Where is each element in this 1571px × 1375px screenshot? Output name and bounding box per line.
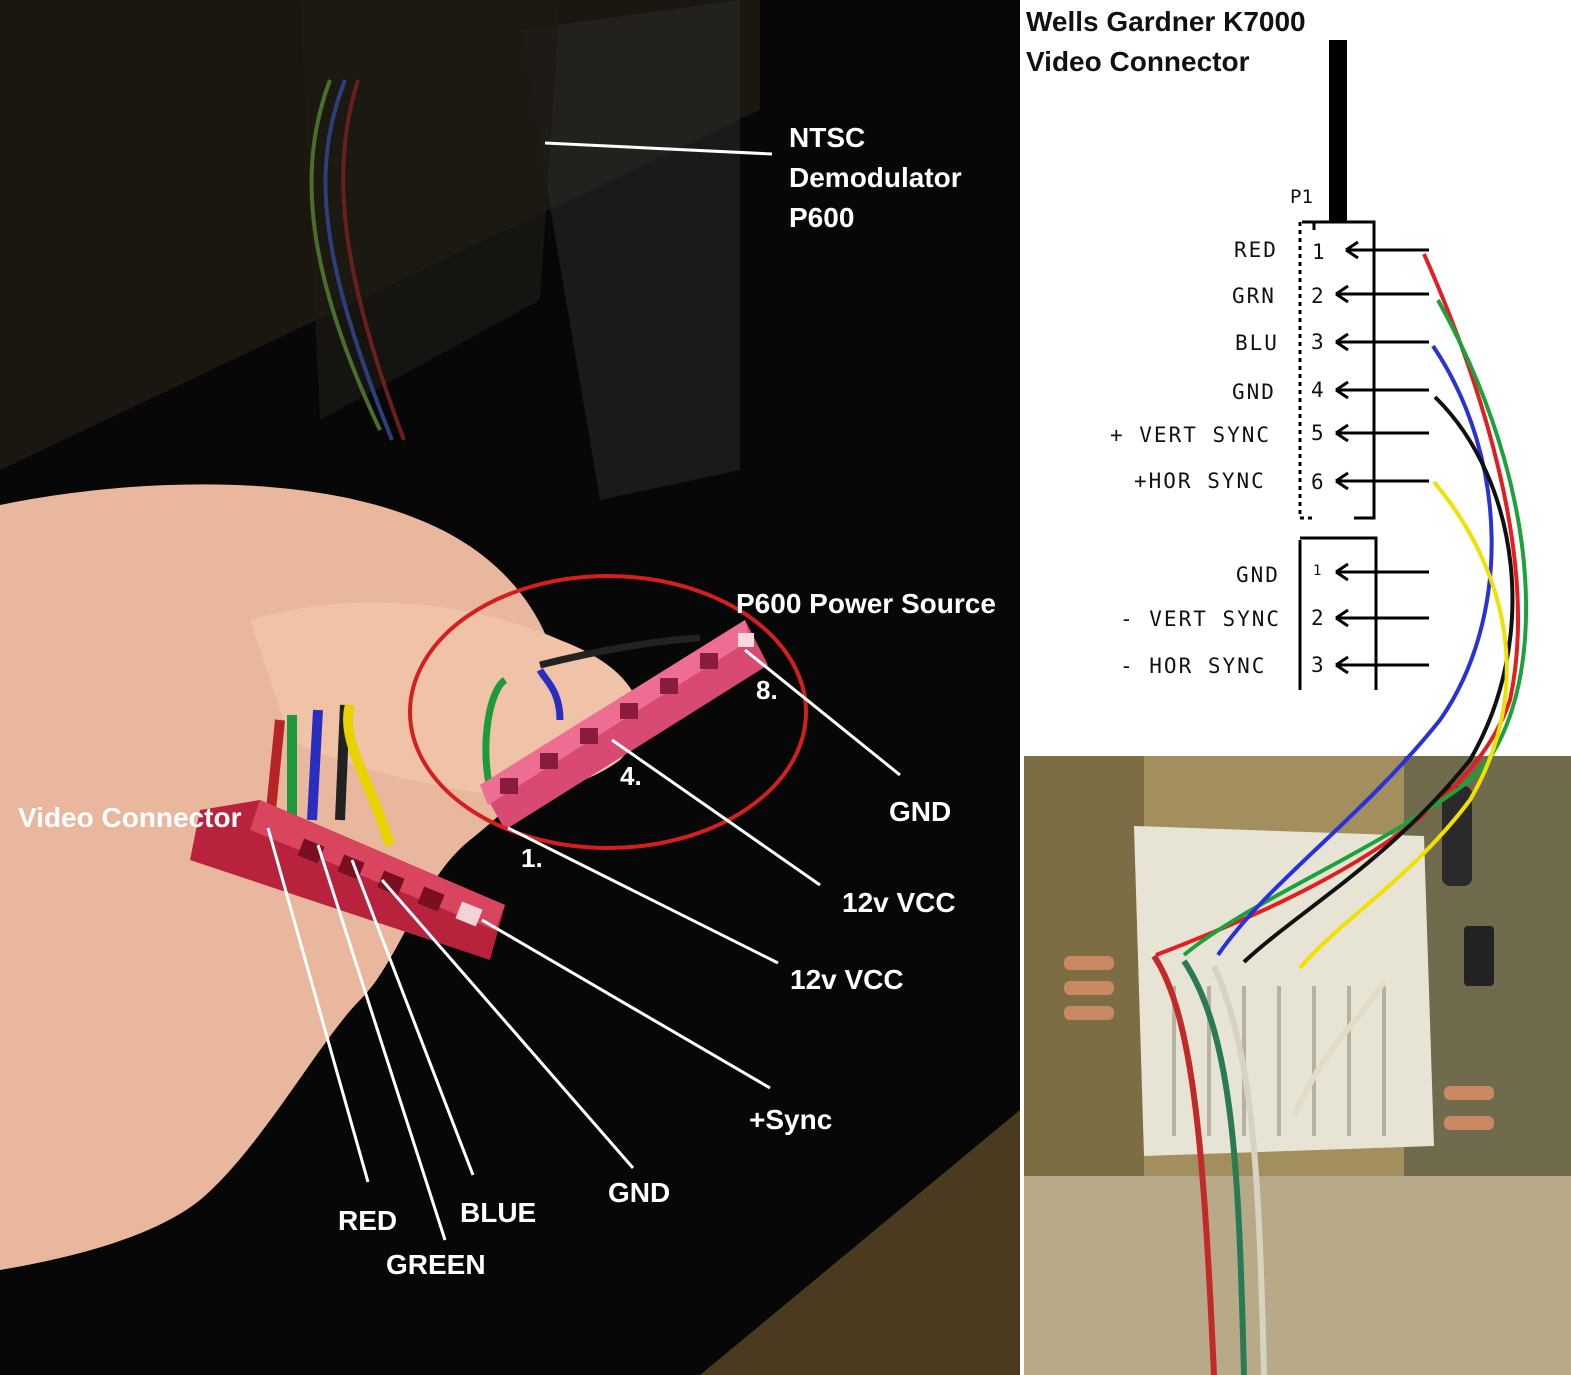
ntsc-label-line3: P600 [789,202,855,233]
vcc-a-label: 12v VCC [842,887,956,918]
board-photo [1024,756,1571,1375]
white-connector-block [1134,826,1434,1156]
leader-blue [350,859,475,1176]
board-photo-art [1024,756,1571,1375]
leader-vcc-b [507,826,779,965]
vcc-b-label: 12v VCC [790,964,904,995]
ntsc-label-line1: NTSC [789,122,866,153]
leader-red [266,827,370,1183]
schematic-panel: Wells Gardner K7000 Video Connector P1 R… [1024,0,1571,756]
leader-sync [481,918,771,1090]
video-connector-label: Video Connector [18,802,242,833]
leader-gnd-right [744,648,901,777]
video-connector-body [190,800,505,960]
pin1-label: 1. [521,843,543,873]
power-source-label: P600 Power Source [736,588,996,619]
leader-gnd-bottom [380,879,635,1169]
highlight-circle [408,574,808,850]
ntsc-label-line2: Demodulator [789,162,962,193]
leader-ntsc [544,141,773,156]
pin4-label: 4. [620,761,642,791]
power-connector-body [480,620,768,830]
blue-label: BLUE [460,1197,537,1228]
left-photo-art [0,0,1020,1375]
schematic-lines [1298,40,1429,690]
gnd-right-label: GND [889,796,952,827]
connector-name: P1 [1290,186,1313,208]
left-photo: NTSC Demodulator P600 P600 Power Source … [0,0,1020,1375]
demodulator-board [520,0,740,500]
leader-green [316,844,447,1241]
gnd-bottom-label: GND [608,1177,671,1208]
pin8-label: 8. [756,675,778,705]
red-label: RED [338,1205,398,1236]
separator [1020,0,1024,1375]
leader-vcc-a [611,738,821,887]
green-label: GREEN [386,1249,486,1280]
schematic-title-line2: Video Connector [1026,46,1250,77]
schematic-title-line1: Wells Gardner K7000 [1026,6,1306,37]
sync-label: +Sync [749,1104,833,1135]
